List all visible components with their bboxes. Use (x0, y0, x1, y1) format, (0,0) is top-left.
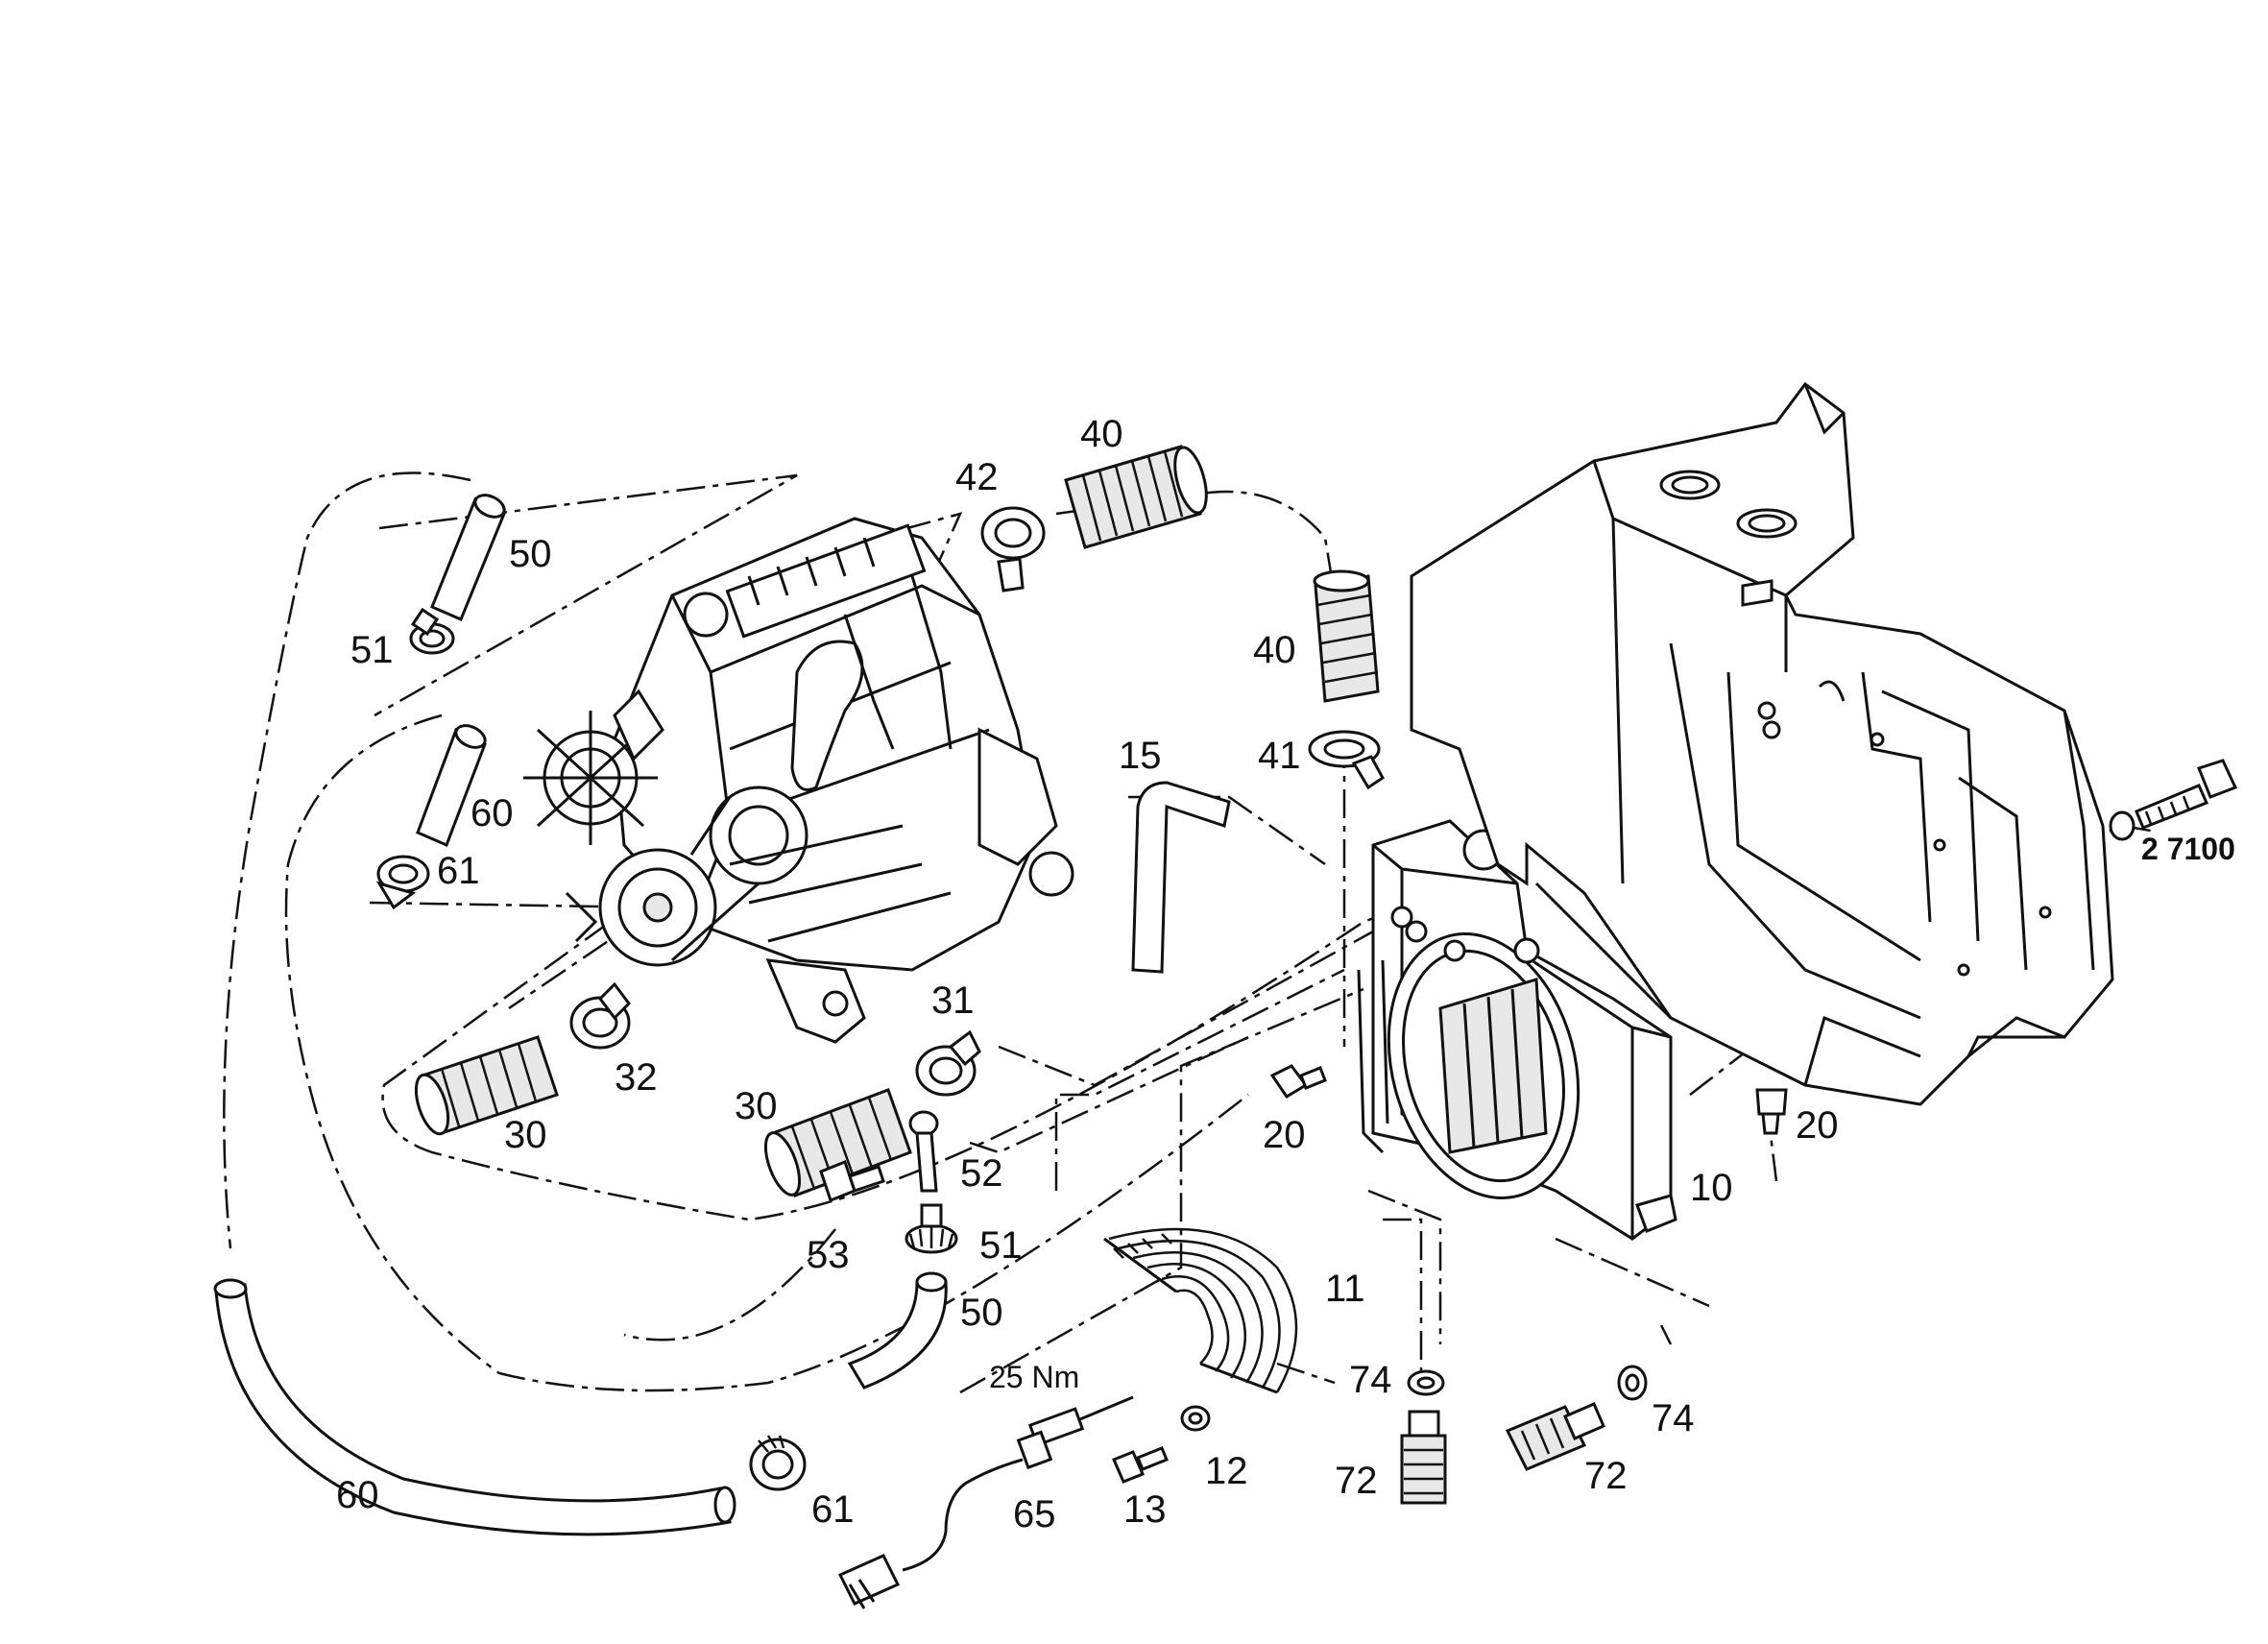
callout-61-upper: 61 (437, 850, 480, 892)
callout-50-upper: 50 (509, 533, 552, 575)
callout-65: 65 (1013, 1493, 1056, 1535)
sealing-ring-74-right (1617, 1365, 1648, 1401)
washer-12 (1180, 1405, 1211, 1432)
callout-30-left: 30 (504, 1114, 547, 1156)
banjo-fitting-52 (908, 1110, 939, 1193)
callout-51-upper: 51 (350, 629, 394, 671)
bolt-2-7100 (2109, 759, 2238, 841)
callout-72-right: 72 (1584, 1455, 1628, 1497)
callout-74-right: 74 (1652, 1397, 1695, 1439)
callout-30-right: 30 (735, 1085, 778, 1127)
clamp-41 (1308, 730, 1385, 790)
callout-74-left: 74 (1349, 1359, 1392, 1401)
clamp-51-lower (905, 1203, 958, 1254)
callout-61-lower: 61 (811, 1488, 855, 1531)
hose-50-upper (430, 494, 506, 621)
callout-11: 11 (1325, 1268, 1365, 1310)
callout-60-lower: 60 (336, 1474, 379, 1516)
callout-32: 32 (615, 1056, 658, 1099)
callout-15: 15 (1119, 735, 1162, 777)
callout-31: 31 (931, 979, 975, 1022)
hose-40-lower (1313, 569, 1380, 703)
hose-40-upper (1064, 445, 1208, 549)
hose-30-left (414, 1035, 559, 1136)
callout-72-left: 72 (1335, 1460, 1378, 1502)
torque-label: 25 Nm (989, 1360, 1079, 1394)
hose-50-lower (847, 1271, 948, 1390)
engine-assembly (523, 517, 1074, 1044)
callout-50-lower: 50 (960, 1292, 1003, 1334)
callout-10: 10 (1690, 1167, 1733, 1209)
clamp-32 (569, 981, 631, 1050)
bleed-screw-20-left (1269, 1064, 1327, 1100)
pipe-15 (1131, 781, 1231, 974)
callout-20-right: 20 (1796, 1104, 1839, 1147)
bleed-screw-20-right (1755, 1088, 1788, 1135)
callout-60-upper: 60 (470, 792, 514, 834)
callout-41: 41 (1258, 735, 1301, 777)
clamp-61-upper (375, 855, 430, 910)
callout-20-left: 20 (1263, 1114, 1306, 1156)
clamp-42 (980, 506, 1046, 592)
clamp-51-upper (409, 607, 455, 655)
callout-53: 53 (807, 1234, 850, 1276)
bolt-53 (819, 1160, 885, 1202)
hose-30-right (763, 1088, 912, 1197)
drain-plug-72-right (1505, 1402, 1605, 1471)
callout-12: 12 (1205, 1450, 1248, 1492)
screw-13 (1112, 1446, 1169, 1484)
callout-40-lower: 40 (1253, 629, 1296, 671)
sealing-ring-74-left (1407, 1369, 1445, 1396)
callout-labels: 50 51 60 61 42 40 40 41 15 31 32 30 30 5… (336, 413, 2235, 1535)
clamp-31 (915, 1029, 981, 1097)
hose-60-upper (416, 724, 487, 848)
callout-42: 42 (955, 456, 999, 498)
fan-guard-11 (1103, 1227, 1298, 1394)
reference-number: 2 7100 (2141, 832, 2235, 866)
hose-60-lower (213, 1278, 736, 1536)
clamp-61-lower (749, 1435, 807, 1491)
frame-housing (1410, 381, 2114, 1106)
callout-40-upper: 40 (1080, 413, 1123, 455)
drain-plug-72-left (1400, 1410, 1447, 1505)
callout-52: 52 (960, 1152, 1003, 1195)
callout-51-lower: 51 (979, 1224, 1023, 1267)
radiator-10 (1357, 819, 1677, 1241)
temperature-sensor-65 (837, 1395, 1134, 1609)
callout-13: 13 (1123, 1488, 1167, 1531)
